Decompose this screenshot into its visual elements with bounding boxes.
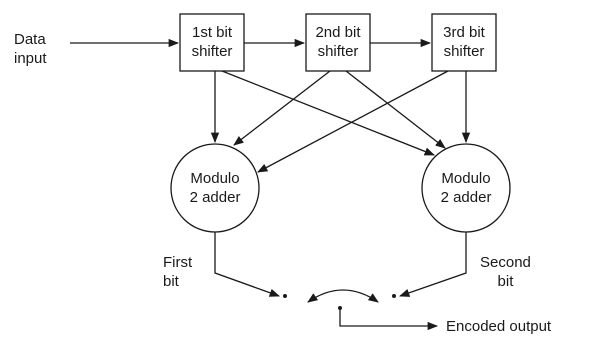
first-bit-label: First bit	[163, 254, 193, 290]
shifter-3-label: 3rd bit shifter	[443, 24, 485, 60]
conn-s2-adder1	[233, 70, 331, 146]
adder-2-label: Modulo 2 adder	[440, 170, 492, 206]
first-bit-contact	[283, 294, 287, 298]
adder-1-label: Modulo 2 adder	[189, 170, 241, 206]
second-bit-label: Second bit	[480, 254, 531, 290]
conn-s3-adder1	[257, 70, 449, 173]
shifter-1-label: 1st bit shifter	[191, 24, 233, 60]
shifter-3-box	[431, 13, 497, 72]
first-bit-line	[214, 232, 280, 297]
shifter-2-label: 2nd bit shifter	[315, 24, 361, 60]
second-bit-contact	[392, 294, 396, 298]
conn-s1-adder2	[221, 70, 435, 156]
conn-s2-adder2	[345, 70, 446, 149]
data-input-label: Data input	[14, 31, 47, 67]
encoded-output-arrow	[339, 308, 439, 331]
encoded-output-label: Encoded output	[446, 318, 552, 335]
second-bit-line	[399, 232, 467, 297]
commutator-switch-arc	[307, 289, 379, 303]
shifter-2-box	[305, 13, 371, 72]
